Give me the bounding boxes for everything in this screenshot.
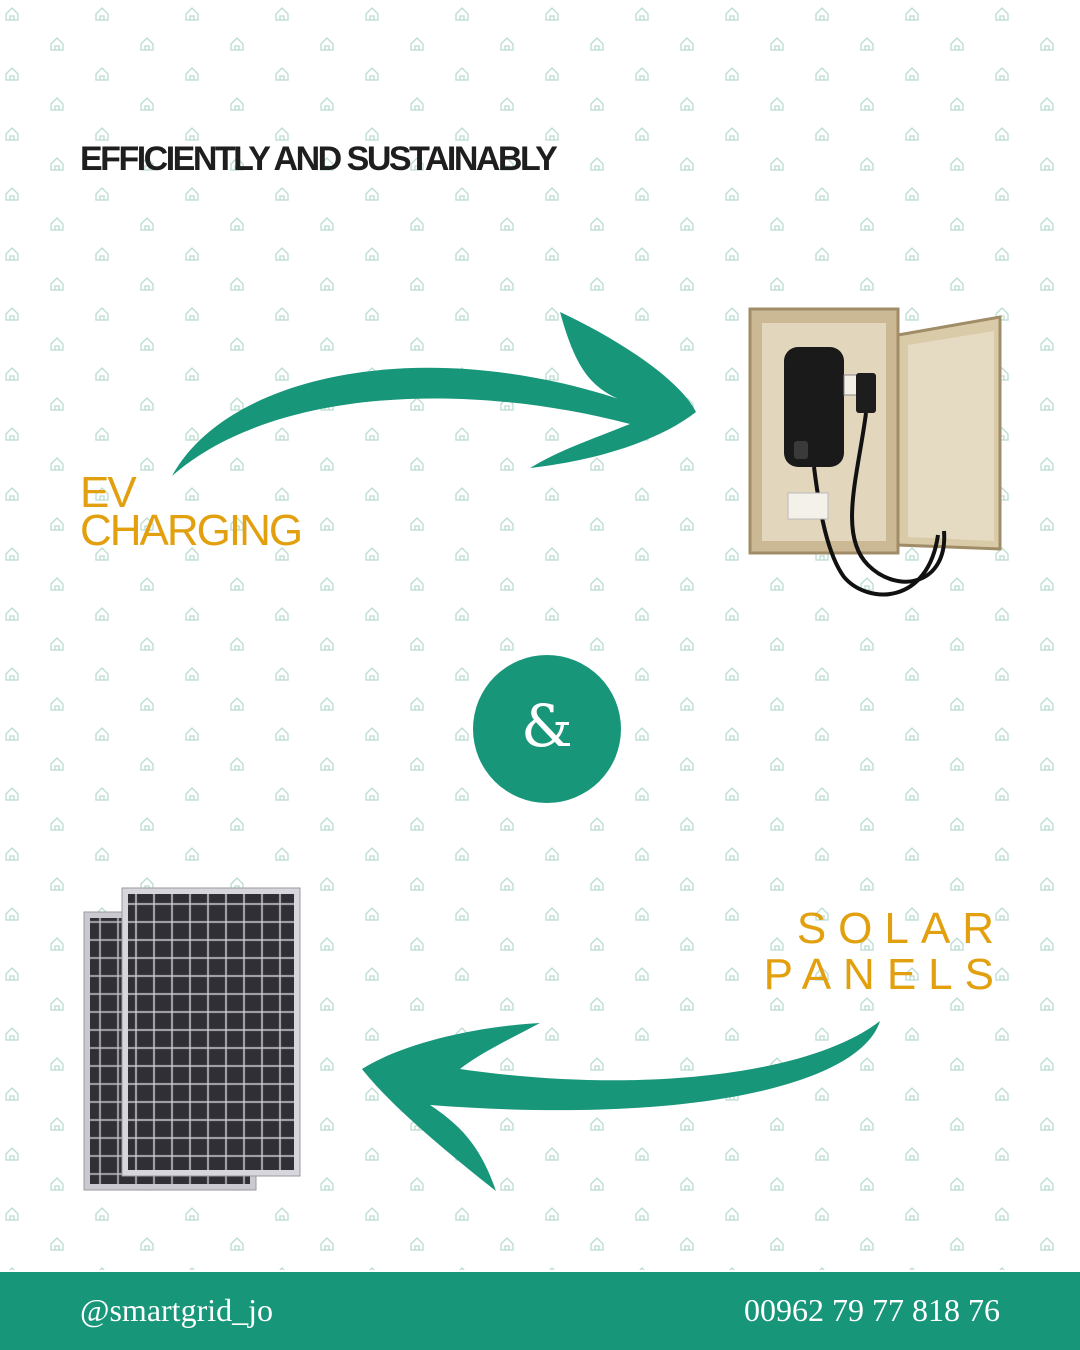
headline: EFFICIENTLY AND SUSTAINABLY (80, 140, 558, 178)
solar-label-line2: PANELS (763, 950, 1006, 999)
solar-label-line1: SOLAR (796, 904, 1006, 953)
solar-panels-label: SOLAR PANELS (764, 906, 1006, 998)
footer-bar: @smartgrid_jo 00962 79 77 818 76 (0, 1272, 1080, 1350)
curved-arrow-bottom-icon (362, 1021, 880, 1191)
ev-label-line1: EV (80, 468, 137, 517)
ampersand-badge: & (473, 655, 621, 803)
ev-label-line2: CHARGING (80, 506, 303, 555)
curved-arrow-top-icon (172, 312, 696, 476)
ev-charger-cabinet-image (748, 307, 1002, 597)
phone-number[interactable]: 00962 79 77 818 76 (744, 1292, 1000, 1328)
ev-charging-label: EV CHARGING (80, 468, 303, 555)
ampersand-symbol: & (521, 692, 573, 760)
solar-panels-image (83, 887, 301, 1191)
social-handle[interactable]: @smartgrid_jo (80, 1292, 273, 1328)
